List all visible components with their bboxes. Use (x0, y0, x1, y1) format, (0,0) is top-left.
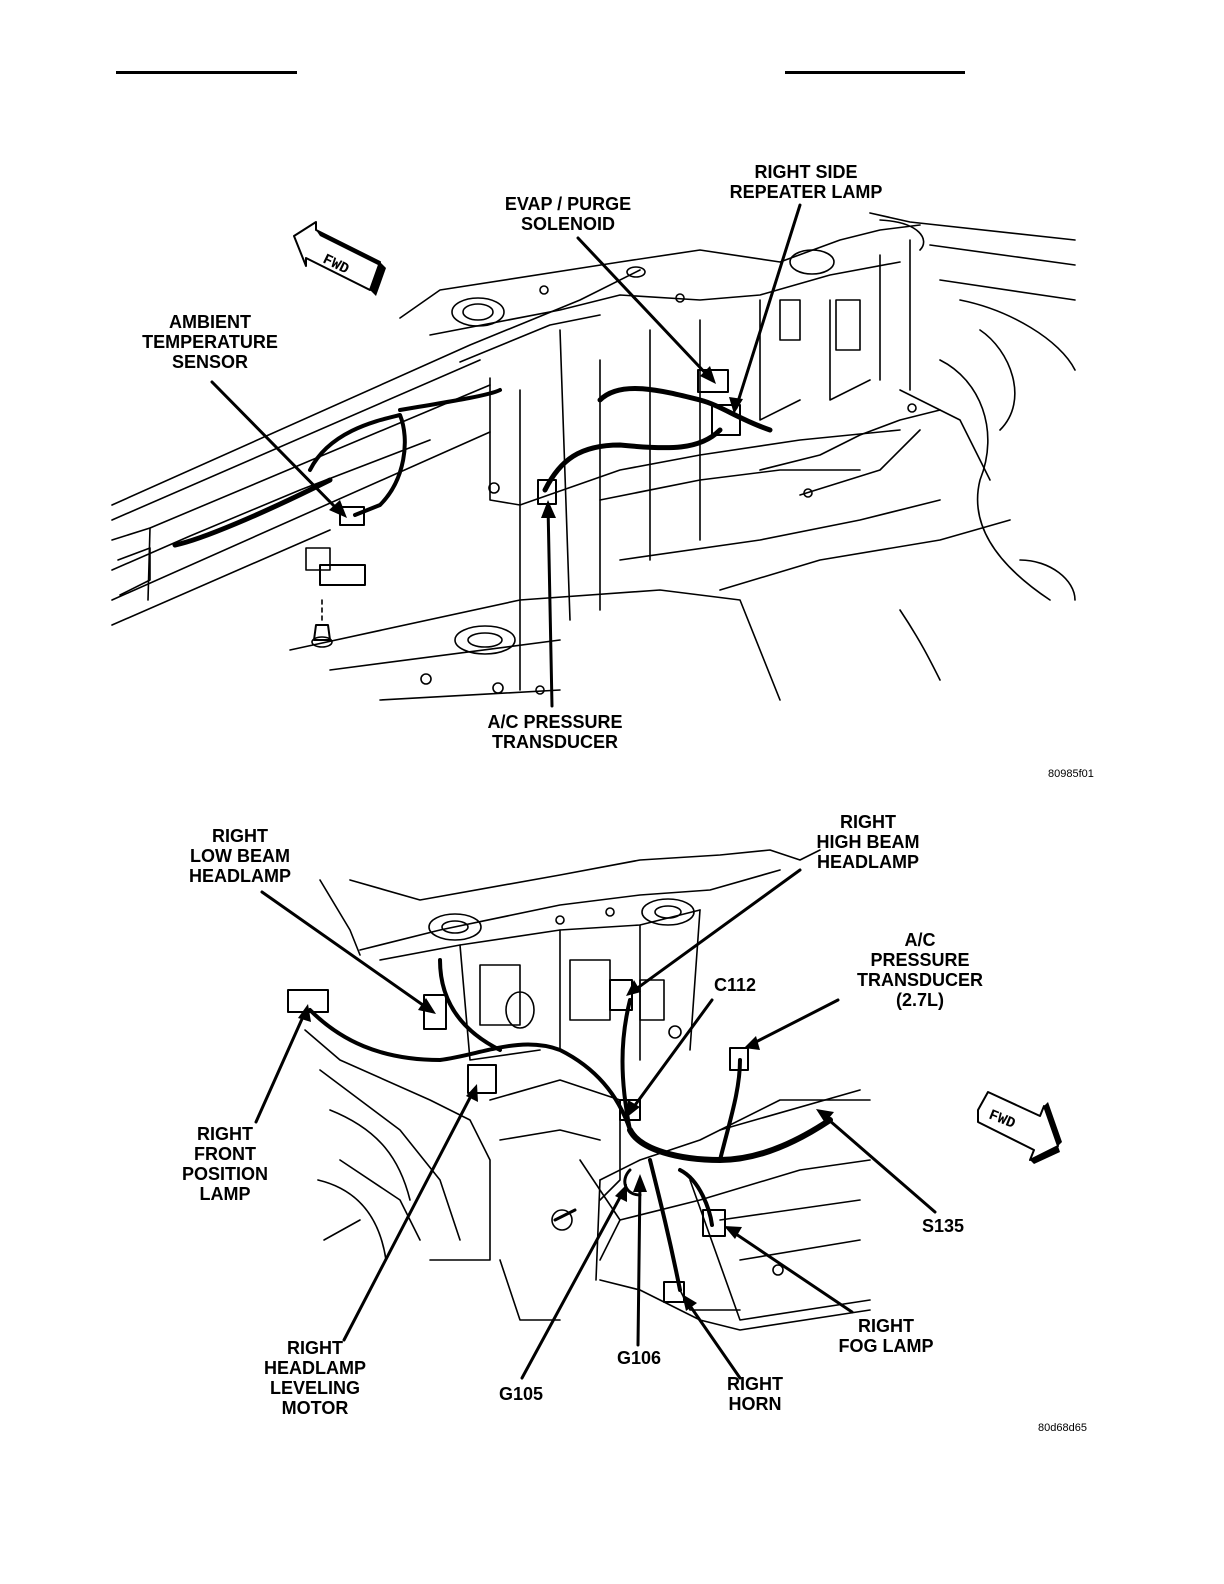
leader-arrowheads (329, 366, 743, 518)
label-right-horn: RIGHT HORN (727, 1374, 783, 1414)
leader-ac (546, 503, 554, 708)
label-right-low-beam-headlamp: RIGHT LOW BEAM HEADLAMP (189, 826, 291, 886)
figure-2-code: 80d68d65 (1038, 1422, 1087, 1434)
radiator-support-2 (319, 849, 821, 1061)
left-rail (111, 269, 641, 626)
label-right-side-repeater-lamp: RIGHT SIDE REPEATER LAMP (729, 162, 883, 202)
label-ambient-temperature-sensor: AMBIENT TEMPERATURE SENSOR (142, 312, 278, 372)
leader-high-beam (630, 868, 802, 994)
label-g106: G106 (616, 1348, 662, 1368)
label-right-front-position-lamp: RIGHT FRONT POSITION LAMP (181, 1124, 268, 1204)
leader-evap (576, 236, 712, 380)
leader-lines-2 (254, 868, 937, 1380)
fwd-arrow-icon-2 (977, 1091, 1062, 1164)
leader-horn (684, 1298, 742, 1380)
label-c112: C112 (713, 975, 757, 995)
header-rule-left (116, 71, 297, 74)
left-structure-2 (304, 1029, 621, 1321)
leader-repeater (734, 203, 802, 410)
label-g105: G105 (498, 1384, 544, 1404)
lower-structure (289, 429, 1011, 701)
label-evap-purge-solenoid: EVAP / PURGE SOLENOID (504, 194, 632, 234)
leader-low-beam (260, 890, 432, 1012)
leader-fog (728, 1228, 854, 1314)
leader-arrowheads-2 (298, 980, 834, 1311)
label-ac-pressure-transducer-27l: A/C PRESSURE TRANSDUCER (2.7L) (857, 930, 983, 1010)
figure-1-drawing: FWD (111, 203, 1076, 708)
label-right-fog-lamp: RIGHT FOG LAMP (838, 1316, 934, 1356)
leader-lines (210, 203, 802, 708)
leader-ambient (210, 380, 342, 514)
leader-c112 (628, 998, 714, 1114)
right-structure-2 (595, 1089, 871, 1331)
leader-g105 (520, 1188, 626, 1380)
header-rule-right (785, 71, 965, 74)
leader-ac-27 (748, 998, 840, 1047)
leader-front-position (254, 1008, 308, 1124)
leader-leveling (342, 1088, 476, 1342)
label-right-headlamp-leveling-motor: RIGHT HEADLAMP LEVELING MOTOR (264, 1338, 366, 1418)
fwd-arrow-icon (293, 221, 386, 296)
right-fender (759, 212, 1076, 681)
radiator-support (399, 224, 921, 691)
figure-2-drawing: FWD (254, 849, 1062, 1380)
label-s135: S135 (921, 1216, 965, 1236)
leader-s135 (820, 1112, 937, 1214)
wiring-harness-2 (287, 958, 833, 1303)
figure-1-code: 80985f01 (1048, 768, 1094, 780)
leader-g106 (636, 1178, 642, 1347)
label-ac-pressure-transducer: A/C PRESSURE TRANSDUCER (487, 712, 623, 752)
label-right-high-beam-headlamp: RIGHT HIGH BEAM HEADLAMP (816, 812, 920, 872)
